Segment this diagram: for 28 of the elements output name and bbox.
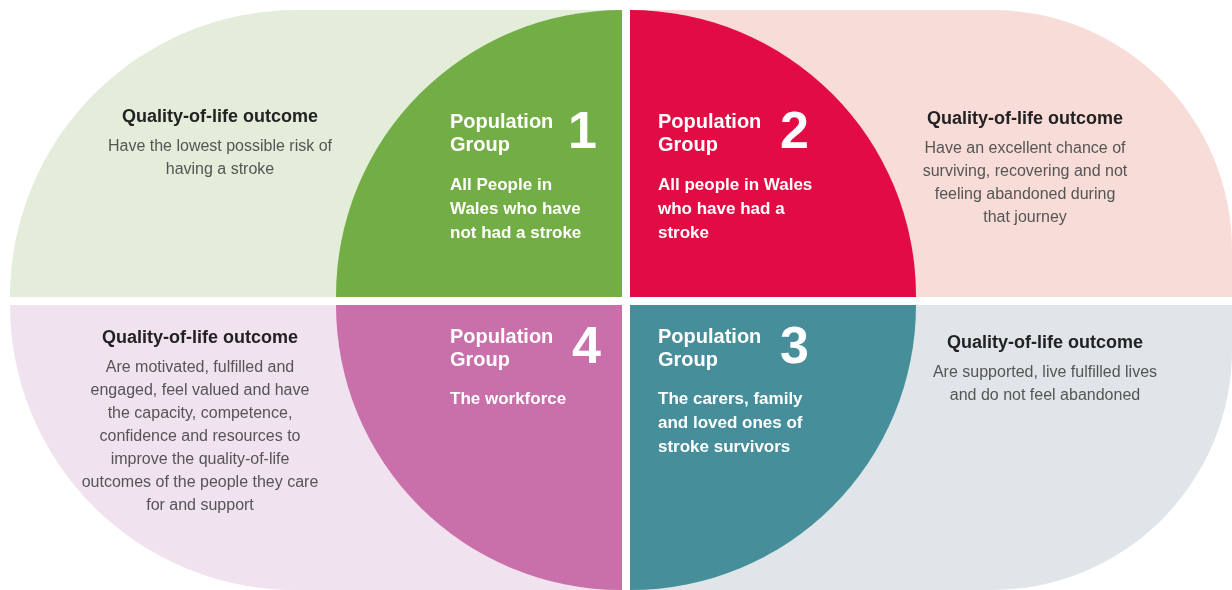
outcome-band xyxy=(630,10,1232,297)
outcome-description: Are motivated, fulfilled and engaged, feel valued and have the capacity, competence, confidence and resources to improve the quality-of-life outcomes of the people they care for and support xyxy=(80,357,320,515)
outcome-band xyxy=(10,10,622,297)
group-number: 1 xyxy=(568,102,597,158)
group-heading: Population Group xyxy=(450,325,555,371)
group-heading: Population Group xyxy=(658,110,763,156)
group-number: 4 xyxy=(572,317,601,373)
group-description: The workforce xyxy=(450,388,568,410)
population-quadrant xyxy=(630,305,916,590)
group-number: 2 xyxy=(780,102,809,158)
population-quadrant xyxy=(336,305,622,590)
outcome-band xyxy=(10,305,622,590)
outcome-description: Are supported, live fulfilled lives and do not feel abandoned xyxy=(931,362,1159,405)
outcome-heading: Quality-of-life outcome xyxy=(947,331,1143,354)
outcome-heading: Quality-of-life outcome xyxy=(122,105,318,128)
group-description: The carers, family and loved ones of stroke survivors xyxy=(658,388,804,458)
group-heading: Population Group xyxy=(450,110,555,156)
outcome-band xyxy=(630,305,1232,590)
outcome-heading: Quality-of-life outcome xyxy=(927,107,1123,130)
group-description: All people in Wales who have had a stroke xyxy=(658,174,814,244)
outcome-description: Have the lowest possible risk of having a stroke xyxy=(106,136,334,179)
population-quadrant xyxy=(630,10,916,297)
population-quadrant xyxy=(336,10,622,297)
group-heading: Population Group xyxy=(658,325,763,371)
group-number: 3 xyxy=(780,317,809,373)
group-description: All People in Wales who have not had a stroke xyxy=(450,174,583,244)
outcome-description: Have an excellent chance of surviving, recovering and not feeling abandoned during that journey xyxy=(921,138,1129,227)
outcome-heading: Quality-of-life outcome xyxy=(102,326,298,349)
